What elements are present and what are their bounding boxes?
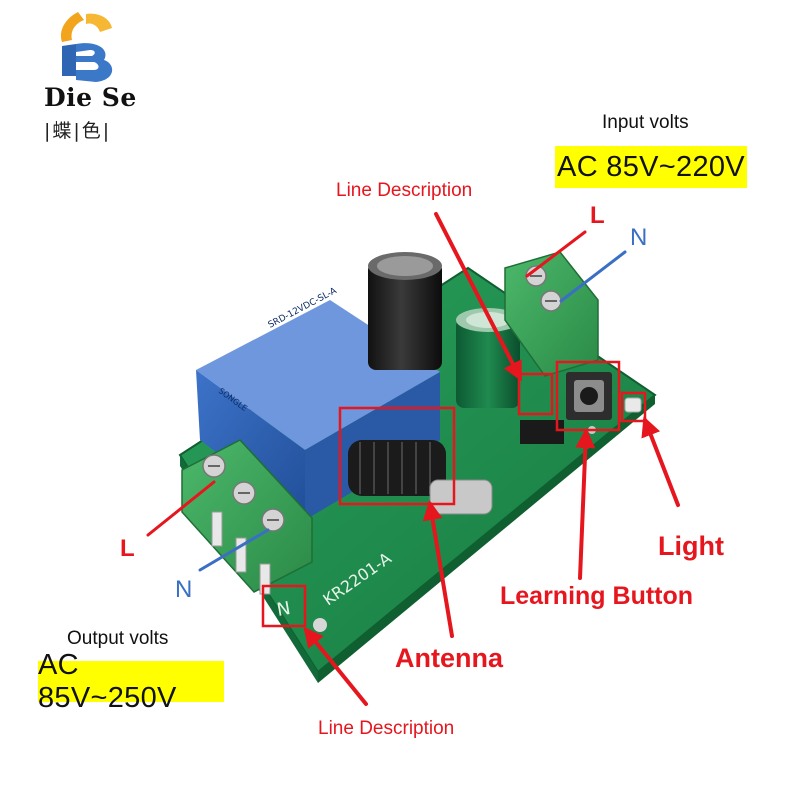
- output-terminal-block: [181, 439, 313, 595]
- die-se-logo-icon: [60, 12, 113, 82]
- capacitor-large: [368, 252, 442, 370]
- output-l-label: L: [120, 535, 135, 562]
- line-description-bottom-label: Line Description: [318, 718, 455, 739]
- input-terminal-block: [504, 251, 599, 377]
- input-volts-value: AC 85V~220V: [555, 146, 747, 188]
- line-description-top-label: Line Description: [336, 180, 473, 201]
- brand-chinese-name: |蝶|色|: [44, 120, 112, 142]
- capacitor-small: [456, 308, 520, 408]
- antenna-label: Antenna: [395, 643, 503, 673]
- input-volts-heading: Input volts: [602, 112, 689, 133]
- learning-button-label: Learning Button: [500, 582, 694, 610]
- arrow-learning-button: [575, 428, 596, 580]
- light-highlight-box: [620, 391, 647, 423]
- output-volts-value: AC 85V~250V: [38, 649, 224, 714]
- output-n-label: N: [175, 576, 193, 603]
- light-label: Light: [658, 531, 724, 561]
- arrow-line-description-top: [434, 212, 522, 382]
- brand-name: Die Se: [44, 83, 137, 112]
- arrow-antenna: [422, 500, 454, 638]
- input-line-highlight-box: [517, 372, 554, 416]
- output-volts-heading: Output volts: [67, 628, 169, 649]
- input-n-label: N: [630, 224, 648, 251]
- terminal-n-silkscreen: N: [275, 598, 292, 621]
- led-light-icon: [624, 397, 642, 413]
- input-l-label: L: [590, 202, 605, 229]
- wire-pointers: [146, 230, 627, 572]
- output-line-highlight-box: [261, 584, 307, 628]
- annotation-arrows: [303, 212, 680, 706]
- antenna-highlight-box: [338, 406, 456, 506]
- arrow-light: [641, 416, 680, 507]
- coil-antenna: [348, 440, 446, 496]
- arrow-line-description-bottom: [303, 626, 368, 706]
- crystal: [429, 479, 493, 515]
- learning-button-icon: [566, 372, 612, 420]
